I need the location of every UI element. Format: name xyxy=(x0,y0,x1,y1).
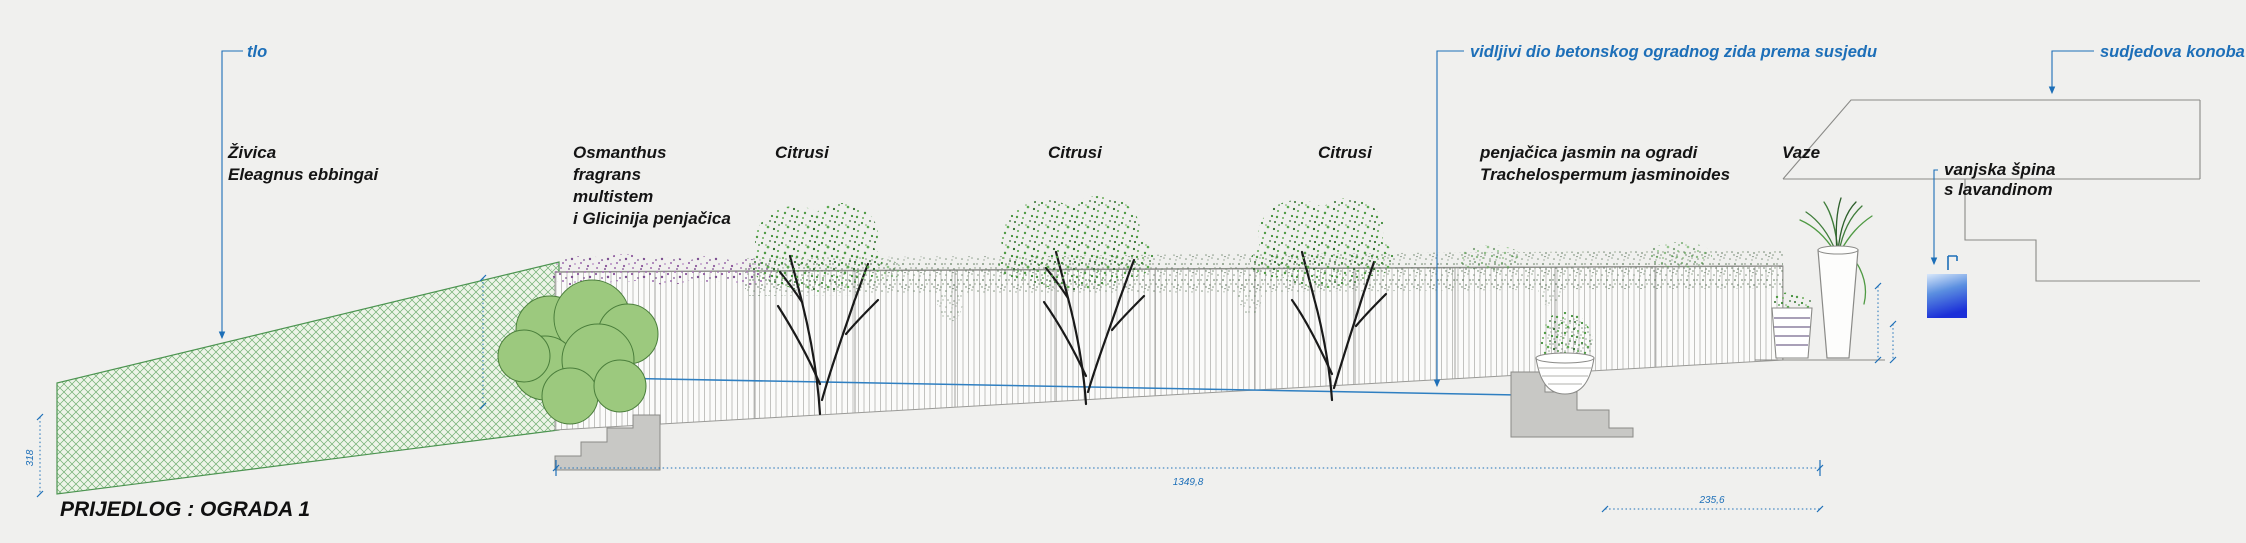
tap-icon xyxy=(1947,255,1958,270)
outdoor-sink xyxy=(1927,255,1967,318)
dimension-lines: 1349,8 235,6 318 xyxy=(25,274,1897,513)
ground-hedge-wedge xyxy=(56,261,560,495)
label-osmanthus-line3: multistem xyxy=(573,187,653,206)
leader-neighbor xyxy=(2048,50,2094,95)
label-osmanthus-line4: i Glicinija penjačica xyxy=(573,209,731,228)
vases xyxy=(1755,197,1885,361)
leader-tlo xyxy=(218,50,243,340)
left-steps xyxy=(554,414,661,471)
leader-lines xyxy=(218,50,2094,388)
dim-total-value: 1349,8 xyxy=(1173,477,1204,488)
citrus-tree-2 xyxy=(998,196,1154,406)
label-osmanthus-line2: fragrans xyxy=(573,165,641,184)
label-citrus-1: Citrusi xyxy=(775,143,830,162)
drawing-title: PRIJEDLOG : OGRADA 1 xyxy=(60,498,310,521)
osmanthus-bush xyxy=(497,279,659,425)
dim-left-height-value: 318 xyxy=(25,449,36,466)
label-hedge-line1: Živica xyxy=(227,143,276,162)
label-tap-line2: s lavandinom xyxy=(1944,180,2053,199)
leader-wall xyxy=(1433,50,1464,388)
label-tap-line1: vanjska špina xyxy=(1944,160,2056,179)
step-planter xyxy=(1535,312,1595,395)
dim-terrace-value: 235,6 xyxy=(1698,495,1724,506)
label-hedge-line2: Eleagnus ebbingai xyxy=(228,165,379,184)
callout-neighbor: sudjedova konoba xyxy=(2100,43,2245,61)
citrus-tree-3 xyxy=(1250,198,1394,402)
right-steps xyxy=(1510,371,1634,438)
blue-callouts: tlo vidljivi dio betonskog ogradnog zida… xyxy=(247,43,2245,61)
label-jasmine-line2: Trachelospermum jasminoides xyxy=(1480,165,1730,184)
label-vases: Vaze xyxy=(1782,143,1820,162)
label-citrus-2: Citrusi xyxy=(1048,143,1103,162)
plant-labels: Živica Eleagnus ebbingai Osmanthus fragr… xyxy=(227,143,2056,228)
sink-basin xyxy=(1927,274,1967,318)
leader-tap xyxy=(1930,169,1938,266)
citrus-tree-1 xyxy=(752,203,882,416)
tall-vase xyxy=(1817,249,1859,359)
callout-wall: vidljivi dio betonskog ogradnog zida pre… xyxy=(1470,43,1877,61)
label-jasmine-line1: penjačica jasmin na ogradi xyxy=(1479,143,1699,162)
neighbor-building xyxy=(1782,99,2201,282)
small-planter-foliage xyxy=(1772,292,1812,312)
concrete-wall-ground-line xyxy=(554,376,1519,396)
label-osmanthus-line1: Osmanthus xyxy=(573,143,667,162)
striped-planter xyxy=(1771,307,1813,359)
callout-tlo: tlo xyxy=(247,43,267,61)
label-citrus-3: Citrusi xyxy=(1318,143,1373,162)
